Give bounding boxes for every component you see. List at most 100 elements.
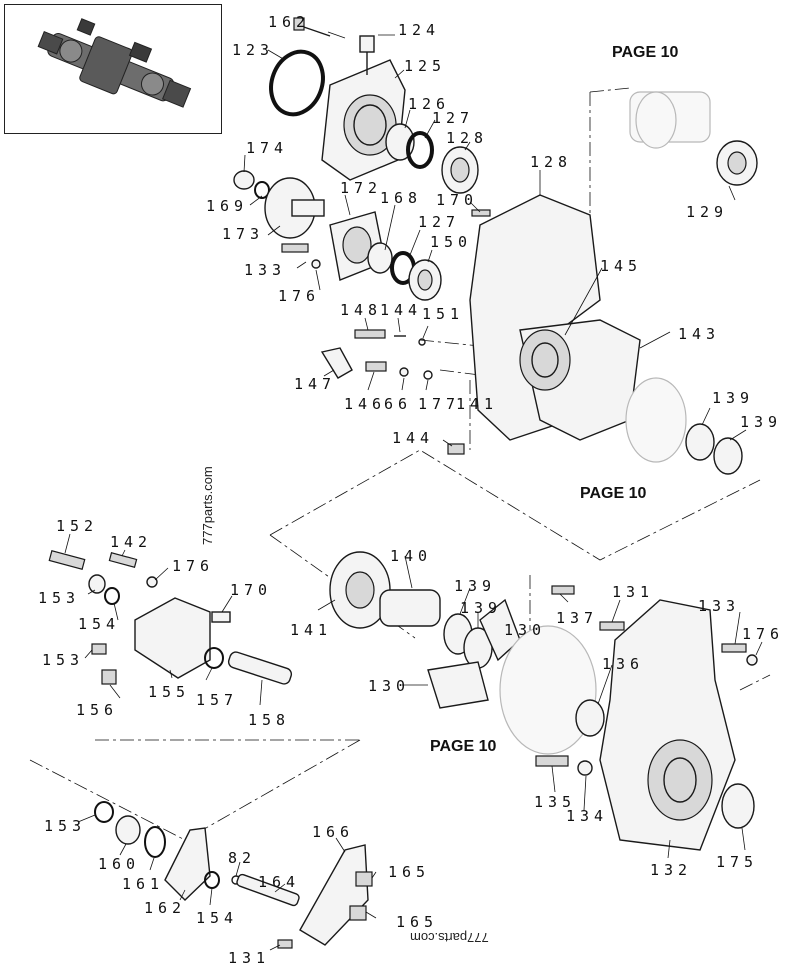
callout: 165: [388, 863, 431, 881]
ghost-gear: [635, 91, 677, 149]
callout: 170: [230, 581, 273, 599]
callout: 153: [44, 817, 87, 835]
bolt-162-head: [293, 17, 305, 31]
callout: 141: [456, 395, 499, 413]
callout: 130: [504, 621, 547, 639]
callout: 139: [454, 577, 497, 595]
bearing-129-bore: [727, 151, 747, 175]
nut-174: [233, 170, 255, 190]
plate-bore: [342, 226, 372, 264]
plate-162: [164, 827, 211, 901]
bolt-152: [48, 550, 86, 570]
page-ref-bottom: PAGE 10: [430, 738, 497, 755]
callout: 144: [392, 429, 435, 447]
bushing-136: [575, 699, 605, 737]
fitting-146: [365, 361, 387, 372]
assembly-thumbnail: [4, 4, 222, 134]
gear-141-bore: [345, 571, 375, 609]
callout: 176: [742, 625, 785, 643]
callout: 157: [196, 691, 239, 709]
washer-176b: [146, 576, 158, 588]
bracket-155: [134, 597, 211, 679]
washer-153: [88, 574, 106, 594]
bolt-142: [108, 552, 138, 568]
callout: 158: [248, 711, 291, 729]
callout: 142: [110, 533, 153, 551]
callout: 82: [228, 849, 257, 867]
callout: 128: [446, 129, 489, 147]
pin-158: [227, 651, 293, 685]
breather-124: [359, 35, 375, 53]
guide-line: [269, 449, 761, 561]
plug-144: [447, 443, 465, 455]
page-ref-middle: PAGE 10: [580, 485, 647, 502]
callout: 151: [422, 305, 465, 323]
gear-140: [379, 589, 441, 627]
pad-165a: [355, 871, 373, 887]
callout: 165: [396, 913, 439, 931]
callout: 125: [404, 57, 447, 75]
callout: 130: [368, 677, 411, 695]
ring-153: [94, 801, 114, 823]
cover-bore-inner: [353, 104, 387, 146]
callout: 154: [196, 909, 239, 927]
fork-166: [299, 844, 369, 946]
bolt-148: [354, 329, 386, 339]
washer-66: [399, 367, 409, 377]
callout: 126: [408, 95, 451, 113]
callout: 134: [566, 807, 609, 825]
bolt-133b: [721, 643, 747, 653]
callout: 156: [76, 701, 119, 719]
bolt-137: [551, 585, 575, 595]
callout: 131: [612, 583, 655, 601]
guide-line: [589, 87, 631, 93]
callout: 170: [436, 191, 479, 209]
callout: 140: [390, 547, 433, 565]
screw-153b: [91, 643, 107, 655]
washer-134: [577, 760, 593, 776]
ring-157: [204, 647, 224, 669]
ring-154: [104, 587, 120, 605]
washer-169: [254, 181, 270, 199]
ring-177: [423, 370, 433, 380]
callout: 155: [148, 683, 191, 701]
callout: 135: [534, 793, 577, 811]
callout: 162: [144, 899, 187, 917]
callout: 164: [258, 873, 301, 891]
assembly-thumbnail-icon: [37, 18, 192, 108]
callout: 161: [122, 875, 165, 893]
o-ring-123: [269, 49, 325, 117]
washer-176c: [746, 654, 758, 666]
callout: 172: [340, 179, 383, 197]
callout: 132: [650, 861, 693, 879]
shaft-164: [236, 873, 300, 907]
guide-line: [29, 759, 186, 841]
pin-131: [599, 621, 625, 631]
guide-line: [184, 739, 361, 841]
guide-line: [439, 369, 521, 381]
bolt-135: [535, 755, 569, 767]
callout: 143: [678, 325, 721, 343]
flange-shaft: [291, 199, 325, 217]
callout: 154: [78, 615, 121, 633]
callout: 136: [602, 655, 645, 673]
housing-132-bore: [647, 739, 713, 821]
callout: 147: [294, 375, 337, 393]
washer-176: [311, 259, 321, 269]
callout: 127: [418, 213, 461, 231]
callout: 169: [206, 197, 249, 215]
bushing-160: [115, 815, 141, 845]
callout: 174: [246, 139, 289, 157]
housing-bore: [519, 329, 571, 391]
ring-161: [144, 826, 166, 858]
shim-130b: [427, 661, 489, 709]
callout: 66: [384, 395, 413, 413]
page-ref-top: PAGE 10: [612, 44, 679, 61]
callout: 153: [42, 651, 85, 669]
callout: 144: [380, 301, 423, 319]
o-ring-127: [406, 131, 434, 169]
seal-168: [367, 242, 393, 274]
bearing-139b: [713, 437, 743, 475]
callout: 176: [278, 287, 321, 305]
